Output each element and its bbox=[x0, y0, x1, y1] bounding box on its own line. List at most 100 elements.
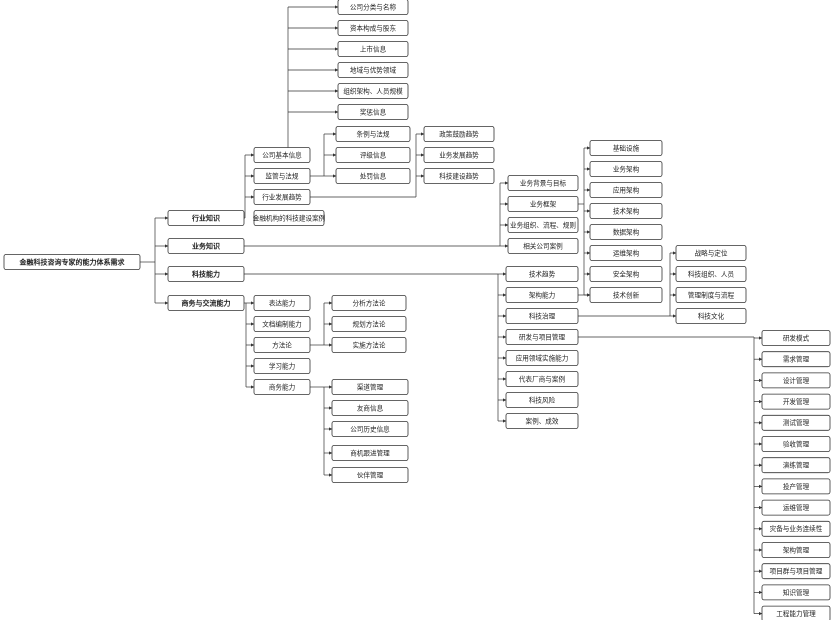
tech-item-6[interactable]: 科技风险 bbox=[505, 392, 579, 408]
industry-gs[interactable]: 公司基本信息 bbox=[253, 147, 311, 163]
rnd-item-4[interactable]: 测试管理 bbox=[761, 414, 831, 431]
rnd-item-13[interactable]: 工程能力管理 bbox=[761, 605, 831, 620]
governance-item-3[interactable]: 科技文化 bbox=[675, 308, 747, 324]
bizability-item-4[interactable]: 伙伴管理 bbox=[331, 467, 409, 483]
commerce-item-4[interactable]: 商务能力 bbox=[253, 379, 311, 395]
tech-item-5[interactable]: 代表厂商与案例 bbox=[505, 371, 579, 387]
business-item-2[interactable]: 业务组织、流程、规则 bbox=[507, 217, 579, 233]
business-item-0-label: 业务背景与目标 bbox=[520, 178, 567, 187]
framework-item-2[interactable]: 应用架构 bbox=[589, 182, 663, 198]
company-info-item-5[interactable]: 奖惩信息 bbox=[337, 104, 409, 120]
company-info-item-4[interactable]: 组织架构、人员规模 bbox=[337, 83, 409, 99]
rnd-item-1[interactable]: 需求管理 bbox=[761, 351, 831, 368]
rnd-item-0[interactable]: 研发模式 bbox=[761, 330, 831, 346]
framework-item-0[interactable]: 基础设施 bbox=[589, 140, 663, 156]
industry-al[interactable]: 金融机构的科技建设案例 bbox=[253, 210, 326, 226]
regulation-item-0[interactable]: 条例与法规 bbox=[335, 126, 411, 142]
framework-item-2-box bbox=[589, 182, 663, 198]
industry-jg[interactable]: 监管与法规 bbox=[253, 168, 311, 184]
industry-fz[interactable]: 行业发展趋势 bbox=[253, 189, 311, 205]
industry-jg-box bbox=[253, 168, 311, 184]
rnd-item-12[interactable]: 知识管理 bbox=[761, 584, 831, 601]
rnd-item-12-label: 知识管理 bbox=[783, 588, 810, 597]
tech-item-3[interactable]: 研发与项目管理 bbox=[505, 329, 579, 345]
tech-item-7[interactable]: 案例、成效 bbox=[505, 413, 579, 429]
bizability-item-3[interactable]: 商机跟进管理 bbox=[331, 445, 409, 461]
bizability-item-0[interactable]: 渠道管理 bbox=[331, 379, 409, 395]
method-item-2[interactable]: 实施方法论 bbox=[331, 337, 407, 353]
l1-kj-box bbox=[167, 266, 245, 282]
tech-item-1[interactable]: 架构能力 bbox=[505, 287, 579, 303]
governance-item-1[interactable]: 科技组织、人员 bbox=[675, 266, 747, 282]
trend-item-1-label: 业务发展趋势 bbox=[439, 150, 479, 159]
trend-item-1[interactable]: 业务发展趋势 bbox=[423, 147, 495, 163]
commerce-item-0[interactable]: 表达能力 bbox=[253, 295, 311, 311]
commerce-item-2-box bbox=[253, 337, 311, 353]
commerce-item-3[interactable]: 学习能力 bbox=[253, 358, 311, 374]
method-item-1[interactable]: 规划方法论 bbox=[331, 316, 407, 332]
governance-item-0[interactable]: 战略与定位 bbox=[675, 245, 747, 261]
company-info-item-3[interactable]: 地域与优势领域 bbox=[337, 62, 409, 78]
regulation-item-1[interactable]: 评级信息 bbox=[335, 147, 411, 163]
rnd-item-11[interactable]: 项目群与项目管理 bbox=[761, 563, 831, 580]
framework-item-3[interactable]: 技术架构 bbox=[589, 203, 663, 219]
commerce-item-2[interactable]: 方法论 bbox=[253, 337, 311, 353]
bizability-item-2-label: 公司历史信息 bbox=[350, 424, 390, 433]
l1-hy[interactable]: 行业知识 bbox=[167, 210, 245, 226]
rnd-item-12-box bbox=[761, 584, 831, 601]
bizability-item-0-label: 渠道管理 bbox=[357, 382, 384, 391]
rnd-item-10-box bbox=[761, 542, 831, 558]
commerce-item-1[interactable]: 文档编制能力 bbox=[253, 316, 311, 332]
tech-item-2-box bbox=[505, 308, 579, 324]
framework-item-6[interactable]: 安全架构 bbox=[589, 266, 663, 282]
l1-sw[interactable]: 商务与交流能力 bbox=[167, 295, 245, 311]
rnd-item-8[interactable]: 运维管理 bbox=[761, 499, 831, 516]
business-item-3[interactable]: 相关公司案例 bbox=[507, 238, 579, 254]
rnd-item-3[interactable]: 开发管理 bbox=[761, 393, 831, 410]
company-info-item-2[interactable]: 上市信息 bbox=[337, 41, 409, 57]
governance-item-2[interactable]: 管理制度与流程 bbox=[675, 287, 747, 303]
rnd-item-9[interactable]: 灾备与业务连续性 bbox=[761, 520, 831, 537]
bizability-item-3-label: 商机跟进管理 bbox=[350, 448, 390, 457]
l1-kj[interactable]: 科技能力 bbox=[167, 266, 245, 282]
framework-item-5[interactable]: 运维架构 bbox=[589, 245, 663, 261]
bizability-item-1[interactable]: 友商信息 bbox=[331, 400, 409, 416]
rnd-item-5[interactable]: 验收管理 bbox=[761, 436, 831, 452]
rnd-item-10[interactable]: 架构管理 bbox=[761, 542, 831, 558]
trend-item-2[interactable]: 科技建设趋势 bbox=[423, 168, 495, 184]
business-item-2-label: 业务组织、流程、规则 bbox=[510, 220, 576, 229]
business-item-0[interactable]: 业务背景与目标 bbox=[507, 175, 579, 191]
rnd-item-2[interactable]: 设计管理 bbox=[761, 372, 831, 389]
root-node[interactable]: 金融科技咨询专家的能力体系需求 bbox=[3, 254, 141, 270]
rnd-item-7[interactable]: 投产管理 bbox=[761, 478, 831, 495]
company-info-item-1-label: 资本构成与股东 bbox=[350, 23, 397, 32]
rnd-item-10-label: 架构管理 bbox=[783, 545, 810, 554]
framework-item-7[interactable]: 技术创新 bbox=[589, 287, 663, 303]
l1-yw[interactable]: 业务知识 bbox=[167, 238, 245, 254]
tech-item-2[interactable]: 科技治理 bbox=[505, 308, 579, 324]
tech-item-6-label: 科技风险 bbox=[529, 395, 556, 404]
company-info-item-1[interactable]: 资本构成与股东 bbox=[337, 20, 409, 36]
l1-yw-label: 业务知识 bbox=[192, 241, 220, 250]
regulation-item-2[interactable]: 处罚信息 bbox=[335, 168, 411, 184]
company-info-item-0[interactable]: 公司分类与名称 bbox=[337, 0, 409, 15]
framework-item-4[interactable]: 数据架构 bbox=[589, 224, 663, 240]
tech-item-4[interactable]: 应用领域实施能力 bbox=[505, 350, 579, 366]
bizability-item-2[interactable]: 公司历史信息 bbox=[331, 421, 409, 437]
l1-yw-box bbox=[167, 238, 245, 254]
business-item-1[interactable]: 业务框架 bbox=[507, 196, 579, 212]
rnd-item-6[interactable]: 演练管理 bbox=[761, 457, 831, 474]
trend-item-0[interactable]: 政策鼓励趋势 bbox=[423, 126, 495, 142]
regulation-item-1-box bbox=[335, 147, 411, 163]
l1-kj-label: 科技能力 bbox=[192, 269, 220, 278]
framework-item-4-box bbox=[589, 224, 663, 240]
industry-gs-box bbox=[253, 147, 311, 163]
method-item-0[interactable]: 分析方法论 bbox=[331, 295, 407, 311]
framework-item-1[interactable]: 业务架构 bbox=[589, 161, 663, 177]
industry-fz-box bbox=[253, 189, 311, 205]
company-info-item-5-label: 奖惩信息 bbox=[360, 107, 387, 116]
tech-item-0[interactable]: 技术趋势 bbox=[505, 266, 579, 282]
industry-fz-label: 行业发展趋势 bbox=[262, 192, 302, 201]
bizability-item-4-label: 伙伴管理 bbox=[357, 470, 384, 479]
company-info-item-0-label: 公司分类与名称 bbox=[350, 2, 397, 11]
